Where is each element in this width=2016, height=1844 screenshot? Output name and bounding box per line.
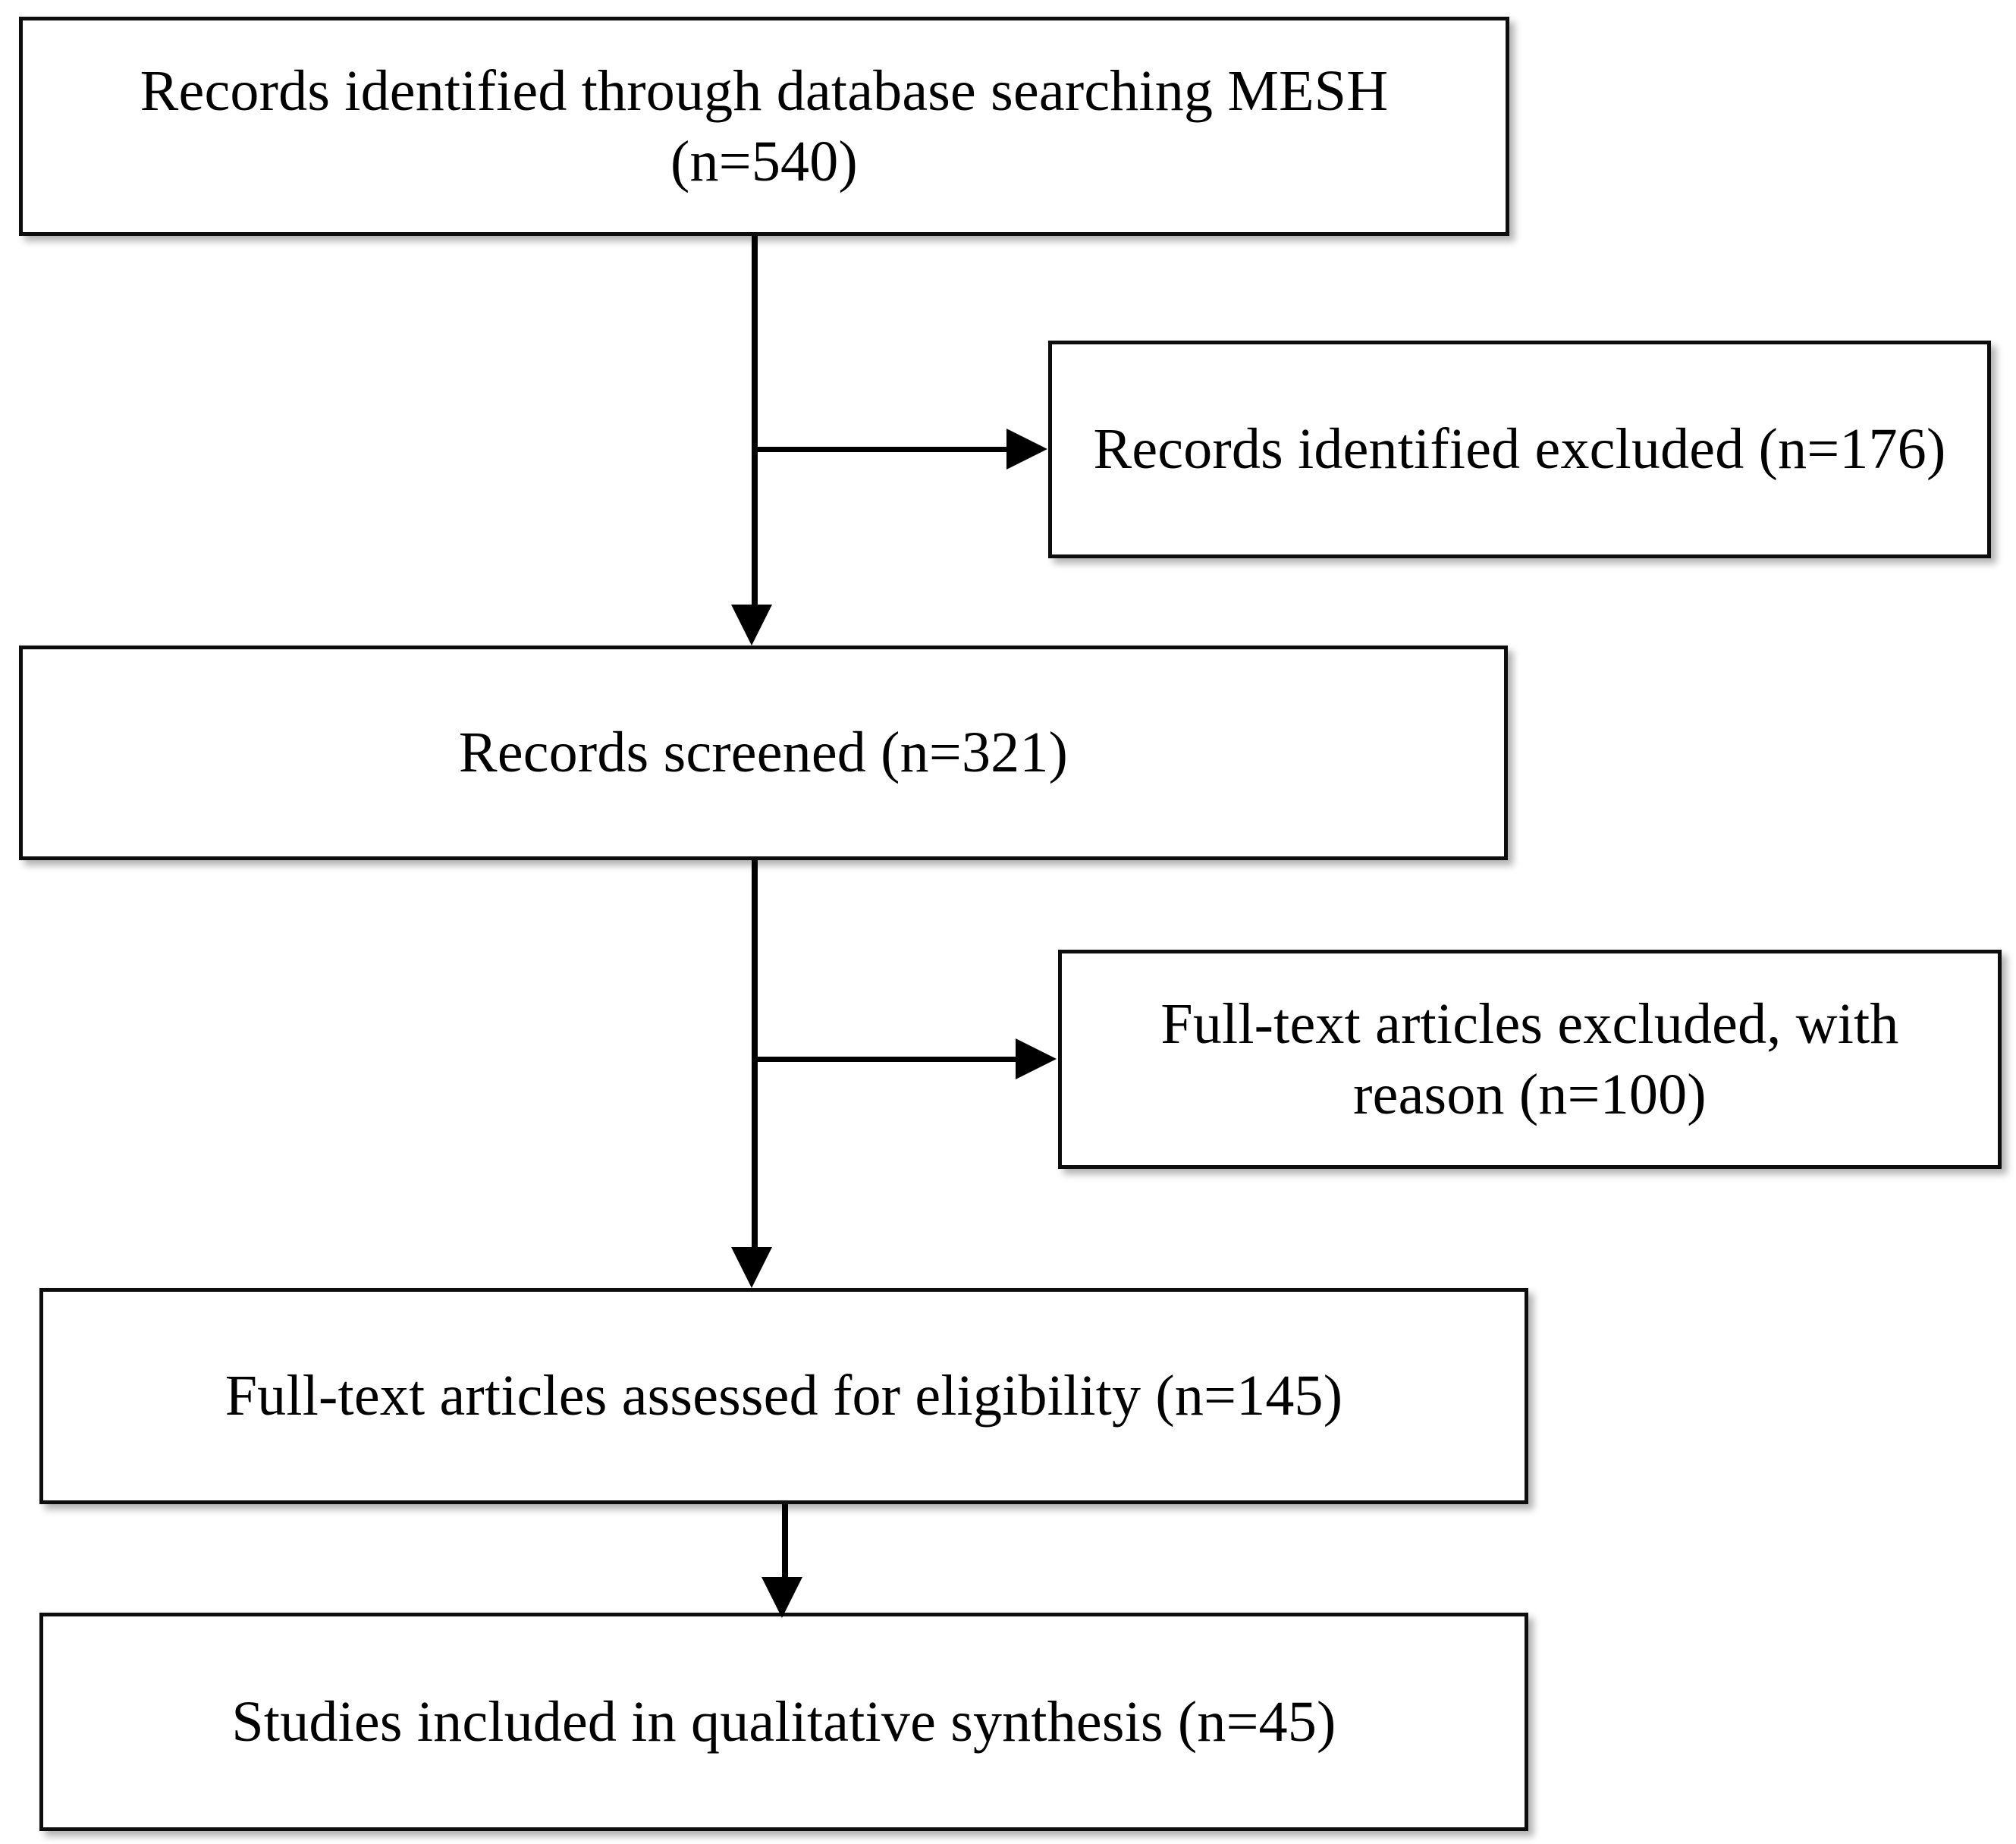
arrow-down-icon-screened-to-eligibility <box>731 1247 772 1288</box>
connector-eligibility-to-included-stem <box>782 1504 788 1580</box>
arrow-right-icon-identified-to-excluded <box>1006 429 1047 470</box>
flow-box-records-excluded-label: Records identified excluded (n=176) <box>1093 417 1946 482</box>
connector-screened-to-eligibility-stem <box>752 860 758 1250</box>
flow-box-studies-included-label: Studies included in qualitative synthesi… <box>231 1689 1336 1754</box>
flow-box-fulltext-excluded[interactable]: Full-text articles excluded, with reason… <box>1058 950 2002 1169</box>
flow-box-records-screened-label: Records screened (n=321) <box>458 721 1069 785</box>
connector-screened-to-fulltext-excluded-branch <box>755 1057 1017 1062</box>
flow-box-fulltext-assessed-label: Full-text articles assessed for eligibil… <box>225 1364 1343 1428</box>
flow-box-records-screened[interactable]: Records screened (n=321) <box>19 646 1508 860</box>
connector-identified-to-excluded-branch <box>755 447 1008 452</box>
flow-box-fulltext-assessed[interactable]: Full-text articles assessed for eligibil… <box>39 1288 1528 1504</box>
flow-box-records-identified[interactable]: Records identified through database sear… <box>19 17 1509 236</box>
arrow-right-icon-screened-to-fulltext-excluded <box>1016 1038 1057 1079</box>
flow-box-records-identified-label: Records identified through database sear… <box>140 58 1389 193</box>
flow-box-studies-included[interactable]: Studies included in qualitative synthesi… <box>39 1613 1528 1831</box>
arrow-down-icon-eligibility-to-included <box>761 1577 802 1618</box>
flow-box-records-excluded[interactable]: Records identified excluded (n=176) <box>1048 341 1991 558</box>
flow-box-fulltext-excluded-label: Full-text articles excluded, with reason… <box>1160 991 1899 1126</box>
arrow-down-icon-identified-to-screened <box>731 605 772 646</box>
connector-identified-to-screened-stem <box>752 236 758 608</box>
